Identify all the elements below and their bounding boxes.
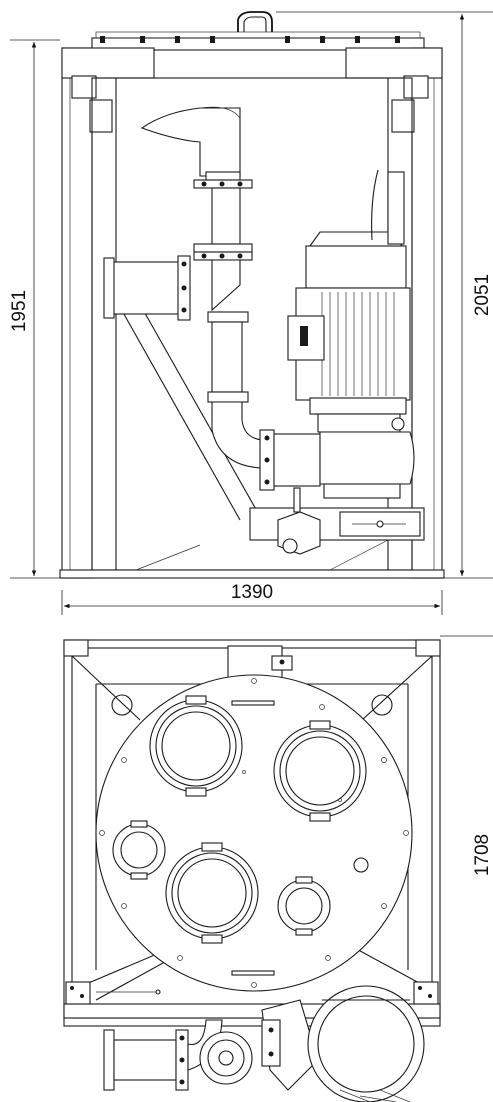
pump-housing	[309, 397, 407, 415]
dim-label-2051: 2051	[472, 274, 493, 316]
dim-width: 1390	[61, 582, 443, 615]
frame-post-right	[411, 47, 443, 579]
dim-left-height: 1951	[9, 39, 60, 579]
lid-bolts	[100, 36, 400, 43]
top-view	[63, 639, 441, 1102]
dim-label-1951: 1951	[9, 290, 30, 332]
front-base	[59, 569, 445, 579]
lid-bolt-ring	[99, 678, 409, 988]
corner-hole-left	[111, 694, 133, 716]
port-large-3	[165, 842, 259, 944]
corner-pads	[65, 981, 439, 1005]
port-large-2	[273, 720, 367, 822]
front-view	[59, 11, 445, 579]
port-small-1	[112, 820, 166, 880]
flange-bolts-upper	[201, 181, 243, 259]
dim-right-height: 2051	[276, 11, 493, 579]
discharge-elbow	[140, 107, 241, 177]
side-outlet	[111, 261, 181, 315]
port-large-1	[149, 695, 243, 797]
dim-depth: 1708	[440, 635, 493, 876]
dim-label-1708: 1708	[472, 834, 493, 876]
corner-hole-right	[371, 694, 393, 716]
motor	[287, 169, 411, 401]
lifting-eye	[237, 11, 273, 32]
top-motor	[261, 985, 425, 1102]
dim-label-1390: 1390	[231, 582, 273, 603]
port-small-2	[277, 876, 331, 936]
frame-post-left	[61, 47, 93, 579]
top-frame	[63, 639, 441, 1027]
